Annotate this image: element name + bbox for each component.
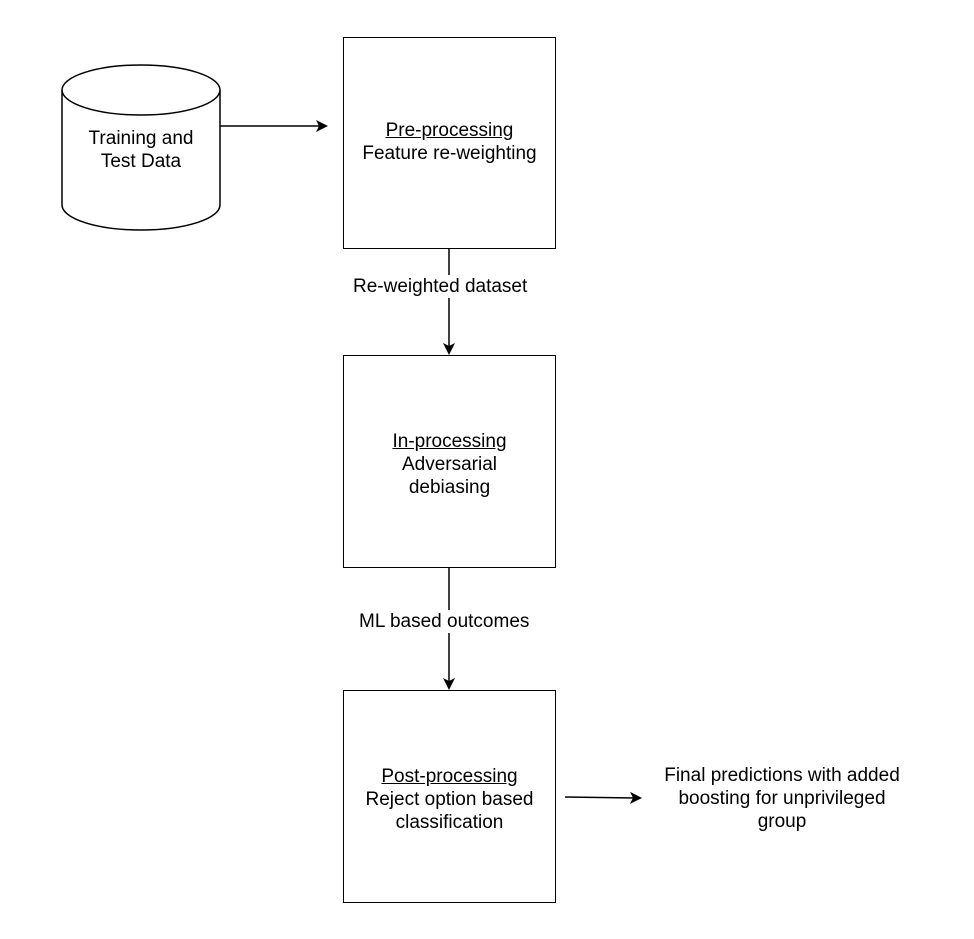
final-output-line-1: Final predictions with added: [664, 765, 900, 786]
final-output-line-2: boosting for unprivileged: [678, 788, 886, 809]
in-processing-title: In-processing: [392, 431, 507, 452]
pre-processing-box: Pre-processing Feature re-weighting: [343, 37, 556, 249]
in-processing-box: In-processing Adversarial debiasing: [343, 355, 556, 568]
post-processing-title: Post-processing: [381, 766, 518, 787]
edge-label-in-to-post: ML based outcomes: [358, 610, 531, 633]
edge-label-pre-to-in: Re-weighted dataset: [352, 275, 529, 298]
post-processing-box: Post-processing Reject option based clas…: [343, 690, 556, 903]
in-processing-description-line-2: debiasing: [408, 477, 491, 498]
data-store-node: Training and Test Data: [62, 110, 220, 190]
post-processing-description-line-2: classification: [395, 812, 504, 833]
pre-processing-title: Pre-processing: [385, 119, 514, 141]
in-processing-description-line-1: Adversarial: [401, 454, 498, 475]
post-processing-description-line-1: Reject option based: [365, 789, 534, 810]
database-cylinder-icon: [61, 64, 221, 231]
pre-processing-description: Feature re-weighting: [362, 142, 537, 164]
data-store-label-line-2: Test Data: [100, 151, 182, 172]
final-output-text: Final predictions with added boosting fo…: [632, 764, 932, 833]
final-output-line-3: group: [757, 811, 807, 832]
data-store-label-line-1: Training and: [88, 128, 194, 149]
arrow-post-to-output: [564, 791, 642, 804]
